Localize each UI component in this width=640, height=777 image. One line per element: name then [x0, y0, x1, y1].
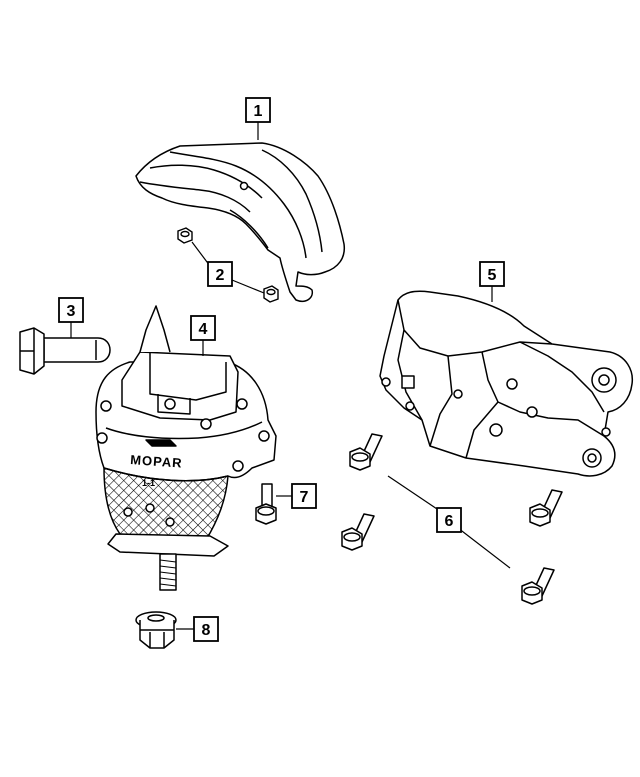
- bolt-part-6d: [521, 567, 555, 605]
- heat-shield-part: [135, 142, 346, 302]
- leader-line-2b: [231, 279, 265, 294]
- callout-1: 1: [245, 97, 271, 123]
- mount-logo-text: MOPAR: [130, 452, 183, 471]
- callout-label-7: 7: [300, 489, 309, 506]
- mount-marking-text: 1-1: [142, 478, 155, 488]
- leader-line-6a: [387, 475, 441, 512]
- bolt-part-6c: [529, 489, 563, 527]
- mount-bracket-part: [379, 290, 634, 477]
- bolt-part-6b: [341, 513, 375, 551]
- callout-label-3: 3: [67, 303, 76, 320]
- leader-lines: [70, 122, 511, 630]
- leader-line-2a: [191, 241, 211, 267]
- callout-label-1: 1: [254, 103, 263, 120]
- callout-label-5: 5: [488, 267, 497, 284]
- callout-label-4: 4: [199, 321, 208, 338]
- bolt-part-7: [255, 483, 277, 525]
- nut-part-lower: [263, 285, 279, 303]
- callout-7: 7: [291, 483, 317, 509]
- callout-label-8: 8: [202, 622, 211, 639]
- bolt-part-6a: [349, 433, 383, 471]
- callout-4: 4: [190, 315, 216, 341]
- callout-8: 8: [193, 616, 219, 642]
- flange-nut-part-8: [135, 611, 177, 649]
- callout-3: 3: [58, 297, 84, 323]
- leader-line-6b: [457, 527, 511, 569]
- callout-2: 2: [207, 261, 233, 287]
- callout-5: 5: [479, 261, 505, 287]
- nut-part-upper: [177, 227, 193, 244]
- bolt-part-3: [19, 327, 111, 375]
- callout-label-6: 6: [445, 513, 454, 530]
- callout-6: 6: [436, 507, 462, 533]
- callout-label-2: 2: [216, 267, 225, 284]
- engine-mount-part: MOPAR 1-1: [95, 305, 277, 591]
